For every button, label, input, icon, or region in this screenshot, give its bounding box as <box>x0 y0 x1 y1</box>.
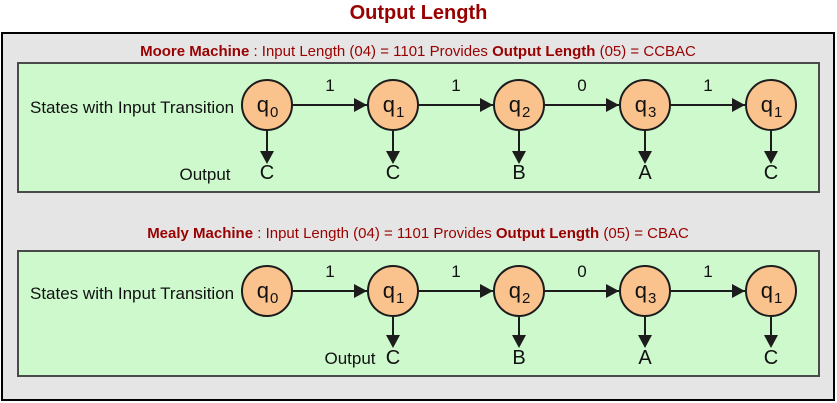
mealy-header: Mealy Machine : Input Length (04) = 1101… <box>1 225 835 242</box>
mealy-output-letter: A <box>638 347 652 369</box>
arrow-down-icon <box>386 335 400 348</box>
arrow-down-icon <box>638 151 652 164</box>
mealy-output-arrow-line <box>644 317 646 336</box>
mealy-output-arrow-line <box>770 317 772 336</box>
moore-output-letter: C <box>763 162 779 184</box>
mealy-transition-line <box>419 290 493 292</box>
state-label: q <box>508 92 521 117</box>
page-title: Output Length <box>349 2 488 24</box>
state-subscript: 3 <box>647 289 657 307</box>
moore-input-label: 1 <box>703 76 713 95</box>
mealy-output-letter: B <box>512 347 526 369</box>
arrow-right-icon <box>732 284 745 298</box>
moore-transition-line <box>545 104 619 106</box>
mealy-output-letter: C <box>763 347 779 369</box>
arrow-down-icon <box>638 335 652 348</box>
moore-input-label: 0 <box>577 76 587 95</box>
state-subscript: 2 <box>521 103 531 121</box>
mealy-input-label: 0 <box>577 262 587 281</box>
arrow-right-icon <box>480 98 493 112</box>
arrow-down-icon <box>386 151 400 164</box>
mealy-header-bold2: Output Length <box>495 225 600 242</box>
state-label: q <box>634 92 647 117</box>
mealy-transition-line <box>293 290 367 292</box>
arrow-down-icon <box>512 335 526 348</box>
moore-transition-line <box>671 104 745 106</box>
mealy-row-label: States with Input Transition <box>30 284 235 303</box>
state-label: q <box>382 92 395 117</box>
mealy-panel <box>17 250 820 377</box>
arrow-down-icon <box>764 151 778 164</box>
state-label: q <box>760 92 773 117</box>
moore-output-arrow-line <box>518 131 520 152</box>
state-subscript: 2 <box>521 289 531 307</box>
state-label: q <box>256 278 269 303</box>
arrow-right-icon <box>606 284 619 298</box>
moore-header-bold: Moore Machine <box>140 43 250 60</box>
state-subscript: 3 <box>647 103 657 121</box>
state-label: q <box>760 278 773 303</box>
moore-input-label: 1 <box>451 76 461 95</box>
arrow-down-icon <box>512 151 526 164</box>
mealy-output-row-label: Output <box>324 349 376 368</box>
moore-output-row-label: Output <box>179 165 231 184</box>
state-subscript: 1 <box>395 103 405 121</box>
moore-header-bold2: Output Length <box>492 43 596 60</box>
state-label: q <box>382 278 395 303</box>
moore-output-arrow-line <box>770 131 772 152</box>
moore-output-letter: B <box>512 162 526 184</box>
mealy-header-bold: Mealy Machine <box>147 225 254 242</box>
state-subscript: 1 <box>395 289 405 307</box>
moore-output-letter: C <box>259 162 275 184</box>
arrow-down-icon <box>260 151 274 164</box>
mealy-input-label: 1 <box>325 262 335 281</box>
state-subscript: 1 <box>773 289 783 307</box>
state-label: q <box>634 278 647 303</box>
arrow-right-icon <box>606 98 619 112</box>
arrow-down-icon <box>764 335 778 348</box>
state-label: q <box>256 92 269 117</box>
moore-output-arrow-line <box>644 131 646 152</box>
mealy-output-arrow-line <box>392 317 394 336</box>
moore-output-arrow-line <box>266 131 268 152</box>
mealy-transition-line <box>671 290 745 292</box>
mealy-input-label: 1 <box>703 262 713 281</box>
mealy-output-arrow-line <box>518 317 520 336</box>
mealy-transition-line <box>545 290 619 292</box>
moore-row-label: States with Input Transition <box>30 98 235 117</box>
moore-output-letter: A <box>638 162 652 184</box>
mealy-header-end: (05) = CBAC <box>599 225 689 242</box>
moore-header-end: (05) = CCBAC <box>595 43 696 60</box>
state-subscript: 1 <box>773 103 783 121</box>
arrow-right-icon <box>354 98 367 112</box>
moore-panel <box>17 62 820 193</box>
moore-transition-line <box>419 104 493 106</box>
arrow-right-icon <box>354 284 367 298</box>
state-subscript: 0 <box>269 289 279 307</box>
arrow-right-icon <box>732 98 745 112</box>
moore-output-letter: C <box>385 162 401 184</box>
mealy-header-mid: : Input Length (04) = 1101 Provides <box>253 225 496 242</box>
mealy-output-letter: C <box>385 347 401 369</box>
moore-header: Moore Machine : Input Length (04) = 1101… <box>1 43 835 60</box>
moore-input-label: 1 <box>325 76 335 95</box>
moore-transition-line <box>293 104 367 106</box>
moore-header-mid: : Input Length (04) = 1101 Provides <box>249 43 493 60</box>
arrow-right-icon <box>480 284 493 298</box>
moore-output-arrow-line <box>392 131 394 152</box>
mealy-input-label: 1 <box>451 262 461 281</box>
state-label: q <box>508 278 521 303</box>
state-subscript: 0 <box>269 103 279 121</box>
